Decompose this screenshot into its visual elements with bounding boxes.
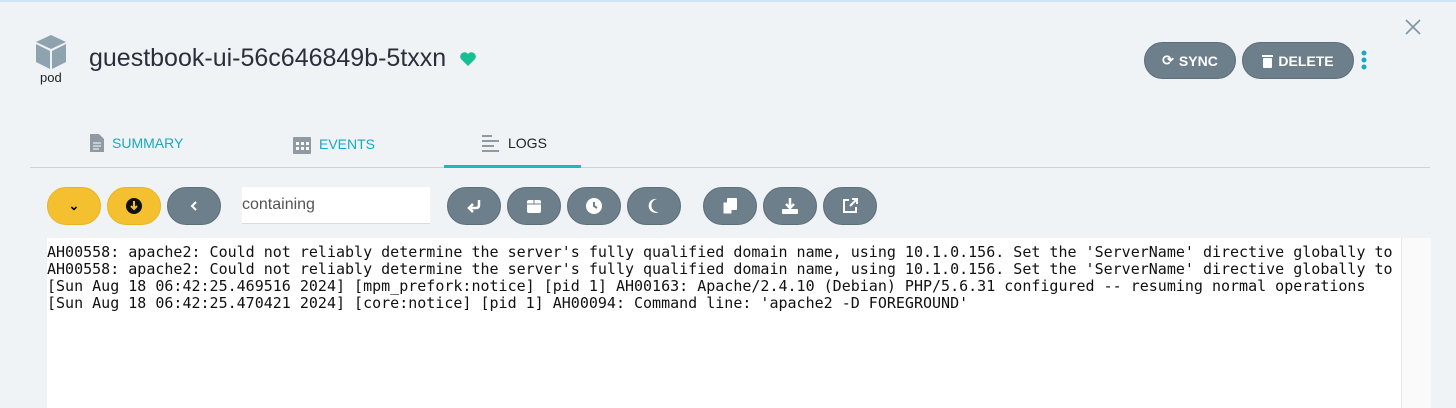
tab-label: SUMMARY bbox=[112, 135, 184, 151]
delete-label: DELETE bbox=[1278, 52, 1334, 69]
close-icon[interactable] bbox=[1404, 18, 1422, 36]
double-chevron-down-icon: ⌄ bbox=[68, 198, 80, 213]
log-viewer: AH00558: apache2: Could not reliably det… bbox=[47, 238, 1401, 408]
cube-icon bbox=[36, 35, 66, 69]
sync-button[interactable]: ⟳SYNC bbox=[1144, 42, 1236, 79]
log-line: AH00558: apache2: Could not reliably det… bbox=[47, 243, 1393, 261]
follow-button[interactable]: ⌄ bbox=[47, 187, 101, 225]
moon-icon bbox=[648, 198, 659, 213]
tab-label: EVENTS bbox=[319, 136, 376, 152]
copy-icon bbox=[723, 198, 737, 214]
page-title: guestbook-ui-56c646849b-5txxn bbox=[89, 44, 447, 72]
scrollbar[interactable] bbox=[1401, 238, 1431, 408]
tab-summary[interactable]: SUMMARY bbox=[90, 134, 183, 152]
wrap-lines-button[interactable] bbox=[447, 187, 501, 225]
sync-label: SYNC bbox=[1178, 52, 1218, 69]
file-icon bbox=[90, 134, 104, 152]
lines-icon bbox=[482, 135, 499, 152]
show-time-button[interactable] bbox=[567, 187, 621, 225]
log-line: [Sun Aug 18 06:42:25.469516 2024] [mpm_p… bbox=[47, 277, 1366, 295]
dark-mode-button[interactable] bbox=[627, 187, 681, 225]
download-button[interactable] bbox=[763, 187, 817, 225]
wrap-icon bbox=[467, 200, 481, 213]
active-tab-indicator bbox=[444, 165, 581, 168]
sync-icon: ⟳ bbox=[1162, 52, 1174, 68]
external-link-icon bbox=[843, 198, 858, 213]
tab-label: LOGS bbox=[508, 135, 547, 151]
scroll-bottom-button[interactable] bbox=[107, 187, 161, 225]
filter-input[interactable] bbox=[242, 187, 430, 224]
tab-divider bbox=[30, 167, 1430, 168]
arrow-circle-down-icon bbox=[126, 198, 142, 214]
tab-events[interactable]: EVENTS bbox=[293, 134, 375, 154]
heart-icon bbox=[460, 52, 476, 66]
log-line: AH00558: apache2: Could not reliably det… bbox=[47, 260, 1393, 278]
kind-label: pod bbox=[40, 70, 62, 85]
calendar-icon bbox=[293, 137, 311, 154]
log-line: [Sun Aug 18 06:42:25.470421 2024] [core:… bbox=[47, 294, 969, 312]
download-icon bbox=[782, 198, 798, 214]
show-date-button[interactable] bbox=[507, 187, 561, 225]
open-external-button[interactable] bbox=[823, 187, 877, 225]
clock-icon bbox=[586, 198, 602, 214]
copy-button[interactable] bbox=[703, 187, 757, 225]
calendar-icon bbox=[527, 200, 541, 213]
more-vert-icon[interactable] bbox=[1358, 49, 1370, 73]
delete-button[interactable]: DELETE bbox=[1242, 42, 1354, 79]
chevron-left-icon bbox=[190, 201, 197, 211]
tab-logs[interactable]: LOGS bbox=[482, 134, 547, 152]
back-button[interactable] bbox=[167, 187, 221, 225]
trash-icon bbox=[1262, 54, 1274, 68]
